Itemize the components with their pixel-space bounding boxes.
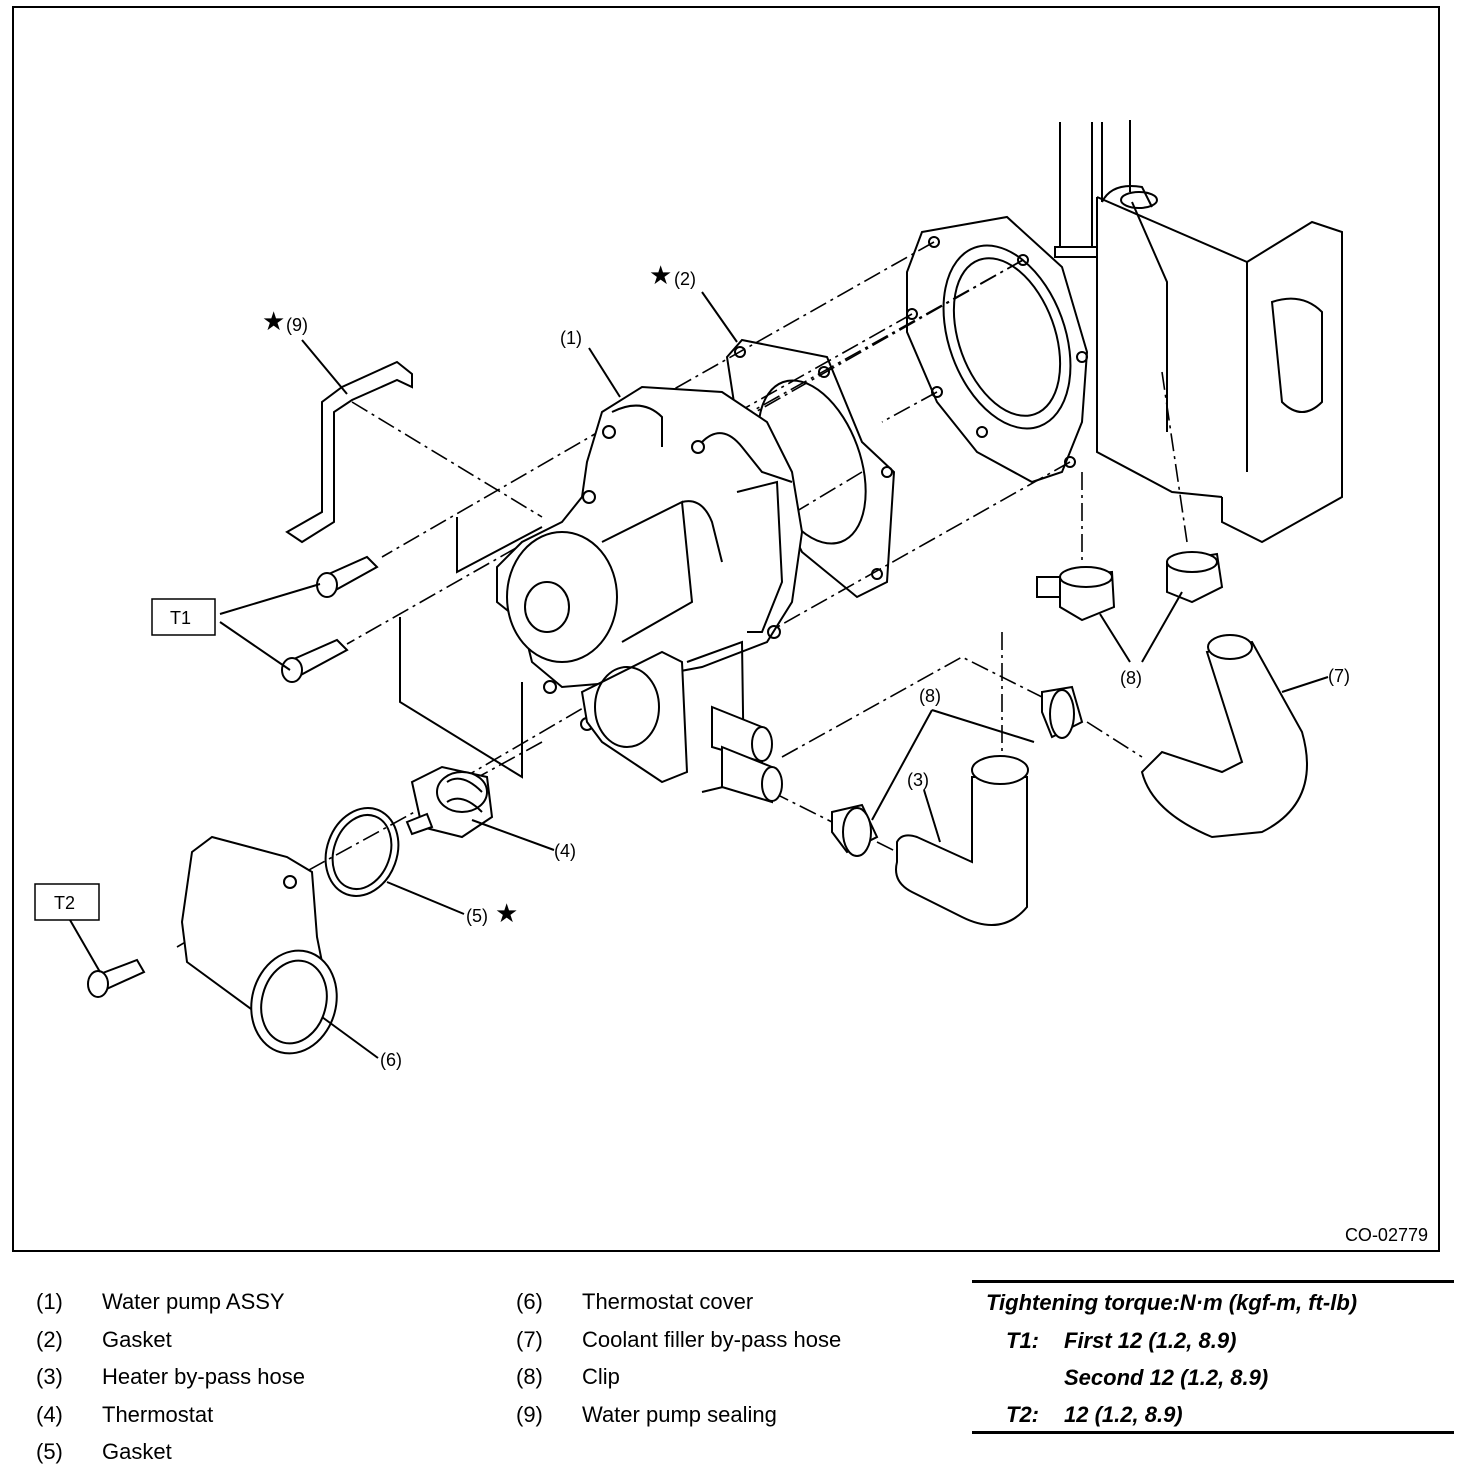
legend-item: (5)Gasket — [36, 1439, 172, 1464]
callout-9: (9) — [286, 315, 308, 335]
callout-5: (5) — [466, 906, 488, 926]
callout-1: (1) — [560, 328, 582, 348]
thermostat-part — [405, 765, 494, 839]
torque-tag-t2-label: T2 — [54, 893, 75, 913]
upper-pipe — [1054, 122, 1158, 258]
star-mark-5: ★ — [495, 898, 518, 928]
legend-item: (3)Heater by-pass hose — [36, 1364, 305, 1389]
torque-title: Tightening torque:N·m (kgf-m, ft-lb) — [986, 1290, 1358, 1315]
callout-8-lower: (8) — [919, 686, 941, 706]
heater-bypass-hose-part — [895, 755, 1029, 926]
exploded-diagram: (1) ★ (2) ★ (9) (4) (5) ★ (6) (3) (8) (8… — [34, 120, 1350, 1070]
coolant-filler-bypass-hose-part — [1140, 634, 1308, 839]
torque-tag-t2: T2 — [34, 883, 100, 921]
legend-col-1: (1)Water pump ASSY (2)Gasket (3)Heater b… — [36, 1283, 305, 1471]
bolts-t1 — [281, 555, 379, 683]
pump-nipples — [711, 705, 783, 804]
legend-item: (8)Clip — [516, 1364, 620, 1389]
legend-col-2: (6)Thermostat cover (7)Coolant filler by… — [516, 1283, 841, 1433]
legend-item: (7)Coolant filler by-pass hose — [516, 1326, 842, 1352]
torque-t1-label: T1: — [1006, 1328, 1039, 1353]
legend-item: (1)Water pump ASSY — [36, 1289, 285, 1314]
callout-7: (7) — [1328, 666, 1350, 686]
torque-t2-value: 12 (1.2, 8.9) — [1064, 1402, 1183, 1427]
torque-t1-second: Second 12 (1.2, 8.9) — [1064, 1365, 1269, 1390]
engine-block — [1096, 120, 1343, 544]
leader-lines — [69, 291, 1329, 1059]
legend-item: (6)Thermostat cover — [516, 1289, 754, 1314]
torque-tag-t1: T1 — [151, 598, 216, 636]
callout-4: (4) — [554, 841, 576, 861]
callout-2: (2) — [674, 269, 696, 289]
torque-table: Tightening torque:N·m (kgf-m, ft-lb) T1:… — [972, 1280, 1454, 1434]
callout-6: (6) — [380, 1050, 402, 1070]
thermostat-cover-part — [180, 835, 338, 1055]
water-pump-sealing-part — [285, 360, 413, 544]
callout-8-upper: (8) — [1120, 668, 1142, 688]
water-pump-assy-part — [496, 385, 804, 793]
torque-tag-t1-label: T1 — [170, 608, 191, 628]
legend-item: (4)Thermostat — [36, 1401, 214, 1427]
torque-t1-first: First 12 (1.2, 8.9) — [1064, 1328, 1237, 1353]
callout-3: (3) — [907, 770, 929, 790]
star-mark-2: ★ — [649, 260, 672, 290]
legend-item: (9)Water pump sealing — [516, 1401, 777, 1427]
torque-t2-label: T2: — [1006, 1402, 1039, 1427]
diagram-frame: (1) ★ (2) ★ (9) (4) (5) ★ (6) (3) (8) (8… — [12, 6, 1440, 1252]
clips-part — [831, 551, 1224, 857]
legend-item: (2)Gasket — [36, 1326, 172, 1352]
figure-id: CO-02779 — [1344, 1225, 1428, 1245]
bolt-t2 — [87, 958, 146, 998]
thermostat-gasket-part — [324, 807, 400, 897]
star-mark-9: ★ — [262, 306, 285, 336]
engine-flange — [906, 215, 1089, 484]
